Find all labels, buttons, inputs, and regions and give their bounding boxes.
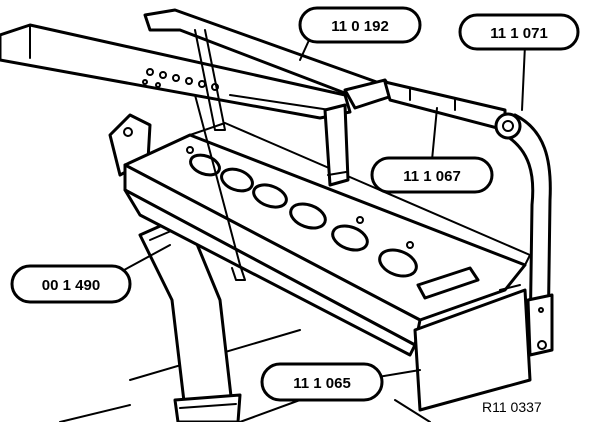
callout-label-11-1-065: 11 1 065	[293, 375, 351, 392]
callout-label-11-1-067: 11 1 067	[403, 168, 461, 185]
callout-11-0-192: 11 0 192	[298, 6, 422, 44]
callout-11-1-067: 11 1 067	[370, 156, 494, 194]
callout-00-1-490: 00 1 490	[10, 264, 132, 304]
callout-label-11-1-071: 11 1 071	[490, 25, 548, 42]
callout-11-1-071: 11 1 071	[458, 13, 580, 51]
handle-arm	[0, 8, 387, 131]
callout-label-11-0-192: 11 0 192	[331, 18, 389, 35]
figure-reference: R11 0337	[482, 399, 542, 415]
callout-label-00-1-490: 00 1 490	[42, 277, 100, 294]
tray-pockets	[186, 146, 418, 278]
right-frame	[503, 113, 554, 357]
hanging-rod	[194, 94, 246, 281]
connecting-rod	[343, 78, 522, 140]
callout-11-1-065: 11 1 065	[260, 362, 384, 402]
clamp-bar	[323, 103, 350, 187]
